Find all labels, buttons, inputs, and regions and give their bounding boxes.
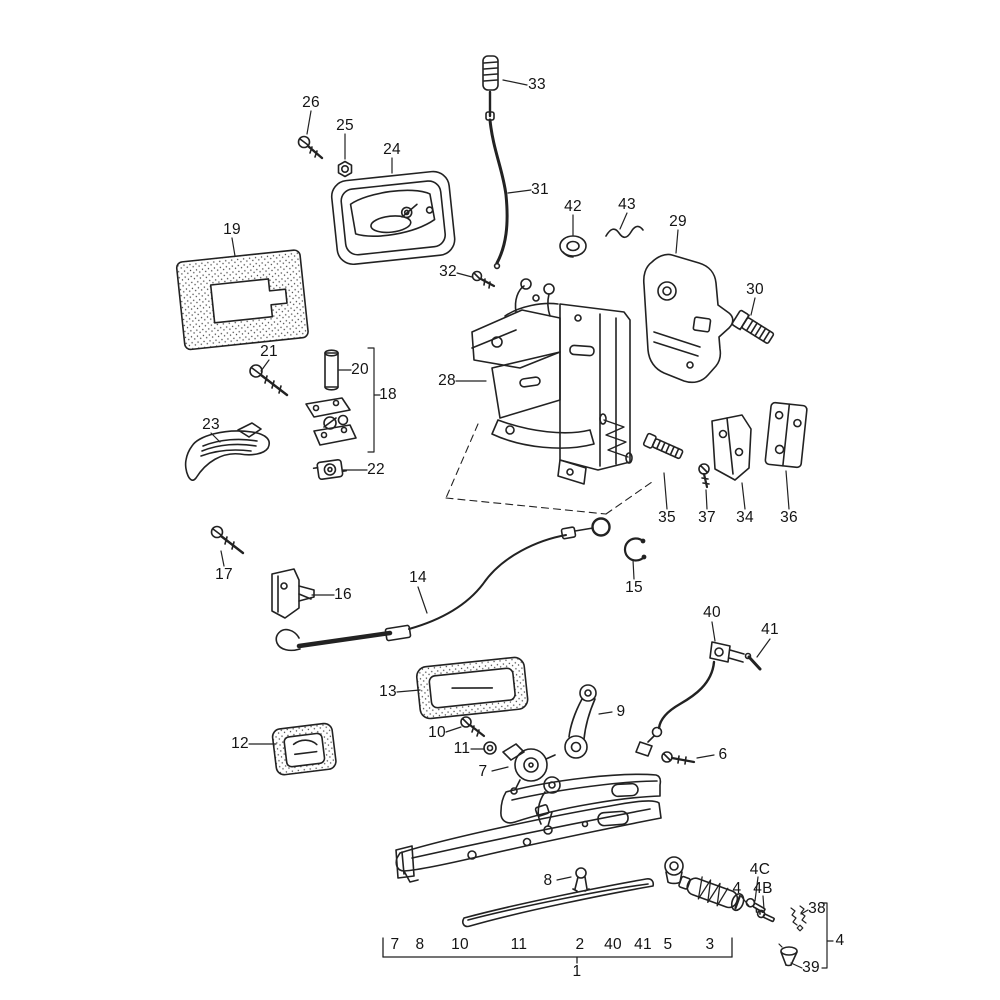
part-28-lock-assembly-drawing [445, 278, 653, 515]
part-12-gasket-drawing [271, 722, 337, 776]
handle-grip-drawing [500, 773, 662, 835]
part-22-clip-drawing [312, 459, 348, 481]
part-31-rod-drawing [485, 111, 509, 270]
part-42-grommet-drawing [559, 235, 587, 258]
part-37-screw-drawing [698, 463, 710, 489]
part-43-clip-drawing [605, 225, 644, 239]
part-3-lock-cylinder-drawing [678, 875, 745, 912]
part-17-screw-drawing [210, 525, 245, 555]
part-33-knob-drawing [482, 55, 499, 118]
bottom-reference-line [382, 937, 733, 964]
part-23-pull-drawing [184, 422, 270, 481]
part-11-nut-drawing [483, 741, 497, 755]
part-9-lever-drawing [564, 684, 597, 759]
part-8-clip-drawing [572, 867, 590, 892]
part-40-linkage-drawing [635, 641, 745, 757]
part-36-plate-drawing [764, 401, 808, 469]
part-20-pin-drawing [324, 349, 339, 391]
part-26-screw-drawing [297, 135, 324, 160]
part-25-nut-drawing [337, 160, 353, 178]
part-24-bezel-drawing [330, 170, 456, 266]
leader-lines [210, 79, 834, 969]
part-15-snap-ring-drawing [623, 537, 647, 562]
part-6-screw-drawing [661, 751, 696, 765]
part-4b-key-drawing [756, 909, 775, 923]
part-38-springs-drawing [790, 905, 807, 932]
handle-base-drawing [395, 800, 662, 883]
part-18-hinge-drawing [305, 397, 357, 446]
part-29-housing-drawing [642, 253, 734, 384]
part-41-pin-drawing [744, 652, 762, 671]
part-2-strip-drawing [462, 878, 655, 928]
part-34-bracket-drawing [711, 414, 752, 481]
part-30-bolt-drawing [731, 309, 775, 344]
part-14-cable-drawing [275, 517, 611, 652]
part-16-bracket-drawing [271, 568, 315, 619]
part-4c-key-drawing [745, 897, 766, 915]
part-21-screw-drawing [249, 364, 289, 397]
part-39-cap-drawing [778, 943, 798, 967]
part-10-screw-drawing [460, 716, 486, 738]
part-32-screw-drawing [471, 270, 496, 289]
part-19-frame-drawing [175, 249, 309, 351]
part-13-gasket-drawing [416, 656, 529, 720]
part-35-bolt-drawing [642, 432, 684, 460]
